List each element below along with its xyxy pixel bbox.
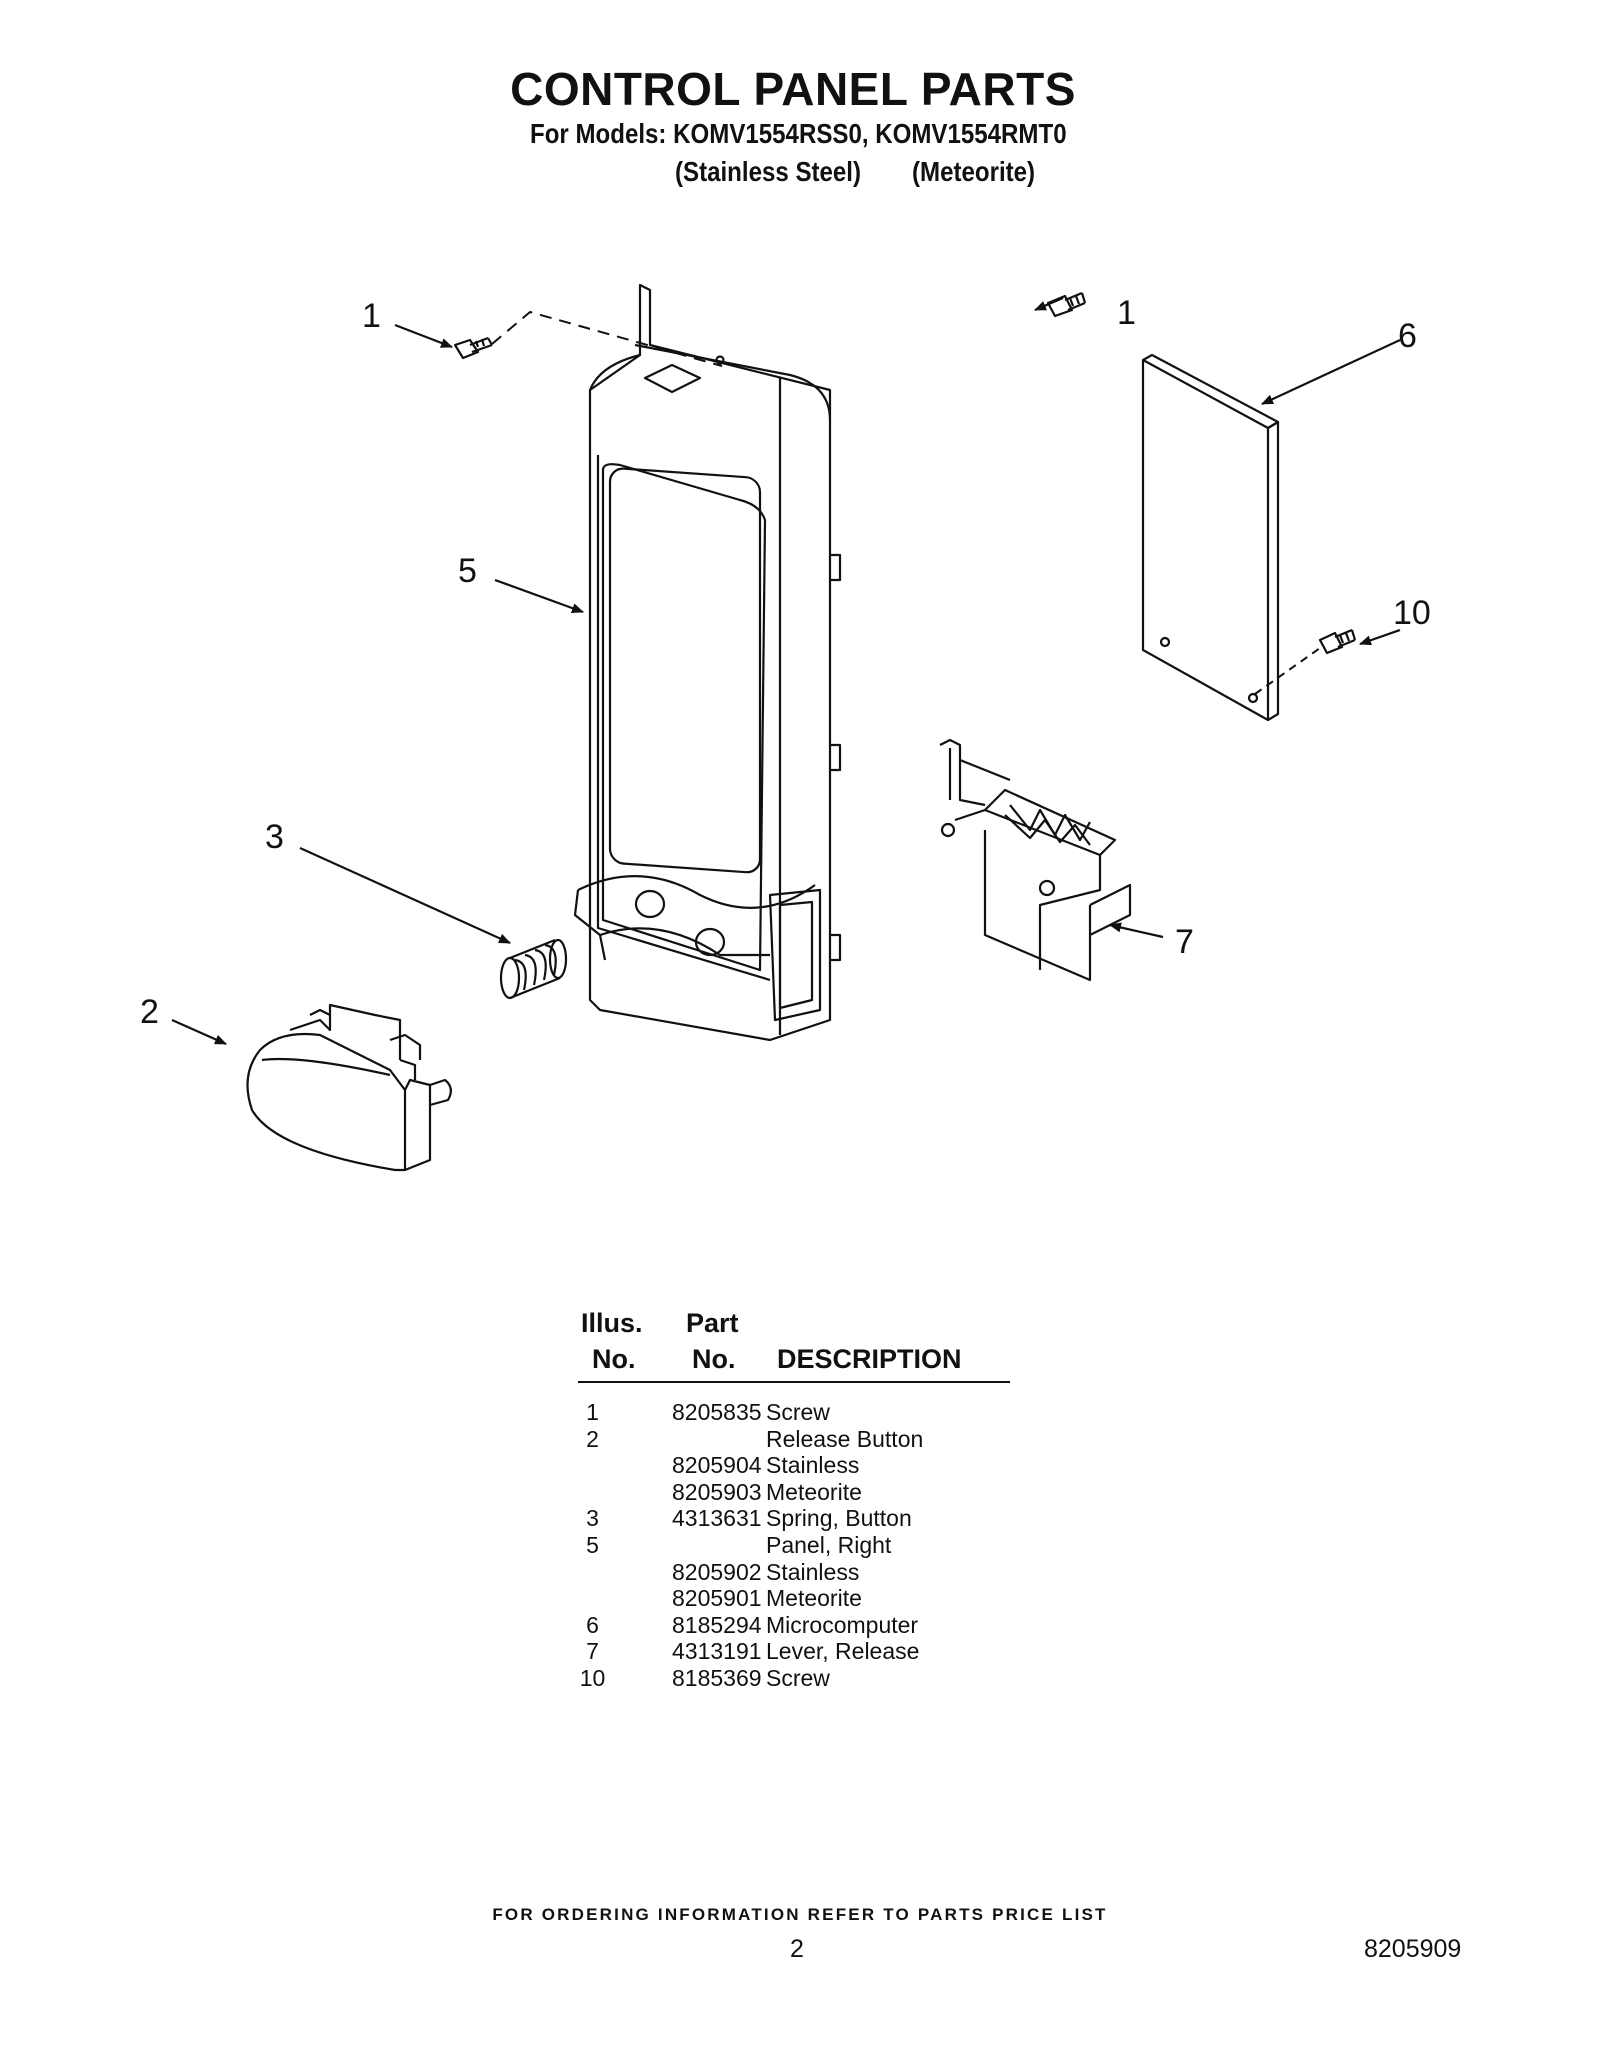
description: Lever, Release [766,1638,920,1665]
callout-7: 7 [1175,923,1194,961]
page-number: 2 [790,1935,804,1963]
col-part-line1: Part [686,1308,739,1338]
part-no: 8205903 [672,1478,762,1505]
illus-no: 10 [579,1664,606,1691]
page-title: CONTROL PANEL PARTS [510,63,1076,115]
col-illus-line1: Illus. [581,1308,643,1338]
callout-1-right: 1 [1117,294,1136,332]
description: Spring, Button [766,1505,912,1532]
illus-no: 7 [586,1638,599,1665]
part-no: 8205902 [672,1558,762,1585]
part-no: 8185369 [672,1664,762,1691]
table-header-rule [578,1381,1010,1383]
screw-part-10 [1318,628,1357,655]
release-button-part-2 [246,1003,452,1172]
description: Panel, Right [766,1531,892,1558]
screw-part-1-left [453,336,493,360]
spring-part-3 [499,938,568,1000]
description: Stainless [766,1558,860,1585]
microcomputer-part-6 [1141,353,1280,722]
description: Meteorite [766,1585,862,1612]
description: Screw [766,1664,830,1691]
finish-meteorite-label: (Meteorite) [912,156,1036,187]
callout-5: 5 [458,552,477,590]
finish-stainless-label: (Stainless Steel) [675,156,862,187]
models-line: For Models: KOMV1554RSS0, KOMV1554RMT0 [530,118,1067,149]
col-illus-line2: No. [592,1344,636,1374]
illus-no: 3 [586,1505,599,1532]
callout-6: 6 [1398,317,1417,355]
description: Stainless [766,1452,860,1479]
illus-no: 5 [586,1531,599,1558]
description: Screw [766,1399,830,1425]
description: Meteorite [766,1478,862,1505]
ordering-info-note: FOR ORDERING INFORMATION REFER TO PARTS … [492,1905,1108,1924]
leader-arrows [171,296,1401,1046]
col-description: DESCRIPTION [777,1344,962,1374]
screw-part-1-right [1046,291,1087,318]
callout-2: 2 [140,993,159,1031]
illus-no: 6 [586,1611,599,1638]
callout-3: 3 [265,818,284,856]
part-no: 8205901 [672,1585,762,1612]
part-no: 8205835 [672,1399,762,1425]
document-number: 8205909 [1364,1935,1462,1963]
callout-10: 10 [1393,594,1431,632]
callout-1-left: 1 [362,297,381,335]
col-part-line2: No. [692,1344,736,1374]
illus-no: 2 [586,1425,599,1452]
part-no: 8205904 [672,1452,762,1479]
part-no: 4313191 [672,1638,762,1665]
right-panel-part-5 [573,283,842,1042]
description: Release Button [766,1425,924,1452]
description: Microcomputer [766,1611,919,1638]
exploded-parts-diagram: 1 1 6 10 5 3 2 7 [140,283,1431,1172]
part-no: 8185294 [672,1611,762,1638]
release-lever-part-7 [939,738,1132,982]
part-no: 4313631 [672,1505,762,1532]
illus-no: 1 [586,1399,599,1425]
